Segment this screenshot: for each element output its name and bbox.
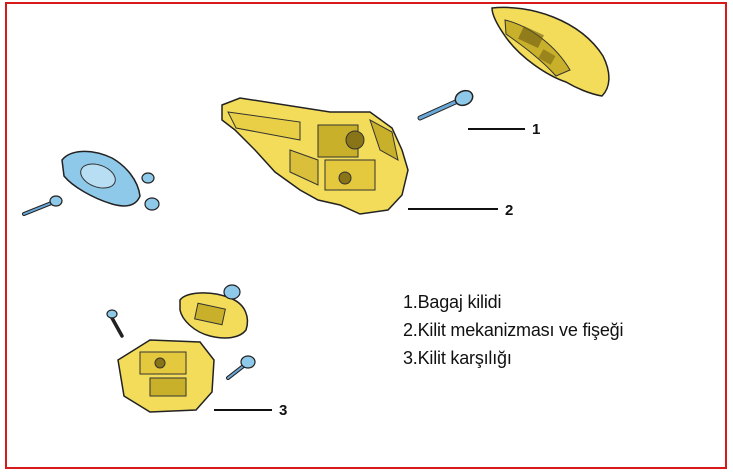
legend-item-1: 1.Bagaj kilidi [403,288,623,316]
trunk-lock-cover-part [492,7,609,96]
legend-item-3: 3.Kilit karşılığı [403,344,623,372]
callout-number-1: 1 [532,121,540,138]
callout-number-3: 3 [279,402,287,419]
parts-legend: 1.Bagaj kilidi 2.Kilit mekanizması ve fi… [403,288,623,372]
legend-item-2: 2.Kilit mekanizması ve fişeği [403,316,623,344]
callout-number-2: 2 [505,202,513,219]
lock-bolt-part [420,88,475,118]
lock-bracket-blue-part [24,151,159,214]
lock-striker-part [107,285,255,412]
lock-mechanism-part [222,98,408,214]
